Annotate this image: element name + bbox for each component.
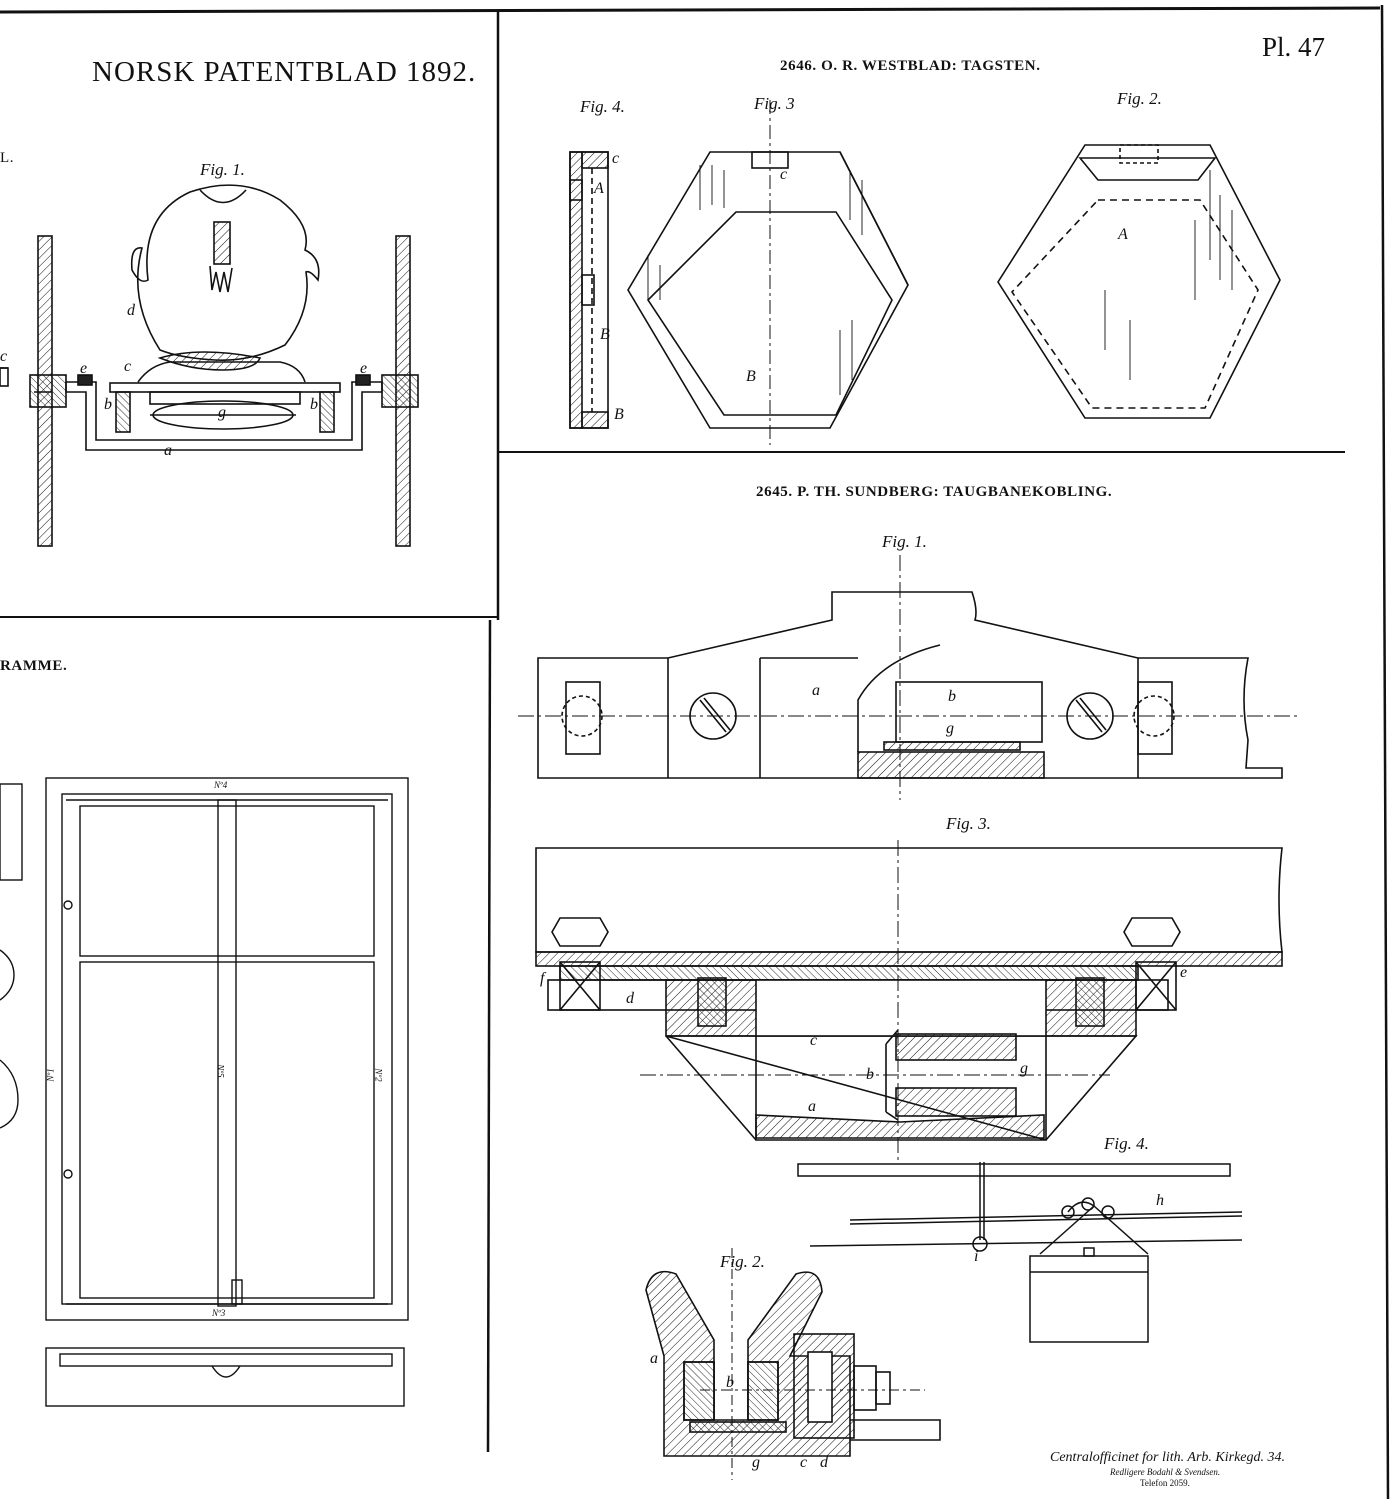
sundberg-label-d3: d xyxy=(626,990,634,1007)
sundberg-label-h4: h xyxy=(1156,1192,1164,1209)
sundberg-label-a3: a xyxy=(808,1098,816,1115)
sundberg-fig1-drawing xyxy=(518,555,1300,800)
frame-label-n3: Nº3 xyxy=(212,1308,226,1318)
cut-left-stub: L. xyxy=(0,150,15,166)
sundberg-fig2-drawing xyxy=(645,1248,941,1480)
cannon-label-d: d xyxy=(127,302,135,319)
sundberg-fig4-label: Fig. 4. xyxy=(1104,1134,1149,1153)
sundberg-label-f3: f xyxy=(540,970,545,987)
sundberg-fig1-label: Fig. 1. xyxy=(882,532,927,551)
printer-imprint: Centralofficinet for lith. Arb. Kirkegd.… xyxy=(1050,1450,1286,1465)
frame-label-n5: Nº5 xyxy=(215,1064,226,1078)
sundberg-fig2-label: Fig. 2. xyxy=(720,1252,765,1271)
sundberg-label-g3: g xyxy=(1020,1060,1028,1077)
sundberg-fig4-drawing xyxy=(797,1162,1243,1343)
window-frame-drawing xyxy=(0,777,409,1407)
sundberg-label-a2: a xyxy=(650,1350,658,1367)
westblad-fig3-drawing xyxy=(627,100,909,445)
cannon-label-c: c xyxy=(124,358,132,375)
sundberg-label-d2: d xyxy=(820,1454,828,1471)
sundberg-label-c3: c xyxy=(810,1032,818,1049)
westblad-label-A4: A xyxy=(594,180,604,197)
cannon-label-b-left: b xyxy=(104,396,112,413)
cannon-label-e-right: e xyxy=(360,360,368,377)
page-title: NORSK PATENTBLAD 1892. xyxy=(92,56,477,88)
sundberg-label-b3: b xyxy=(866,1066,874,1083)
sundberg-label-g2: g xyxy=(752,1454,760,1471)
cannon-fig1-label: Fig. 1. xyxy=(200,160,245,179)
cannon-label-a: a xyxy=(164,442,172,459)
cannon-label-c-left: c xyxy=(0,348,8,365)
westblad-fig3-label: Fig. 3 xyxy=(754,94,795,113)
frame-label-n1: Nº1 xyxy=(45,1068,56,1082)
sundberg-fig3-label: Fig. 3. xyxy=(946,814,991,833)
westblad-label-c3: c xyxy=(780,166,788,183)
sundberg-label-c2: c xyxy=(800,1454,808,1471)
sundberg-heading: 2645. P. TH. SUNDBERG: TAUGBANEKOBLING. xyxy=(756,484,1113,500)
sundberg-fig3-drawing xyxy=(535,840,1283,1160)
westblad-label-B4-bottom: B xyxy=(614,406,624,423)
frame-label-n4: Nº4 xyxy=(214,780,228,790)
westblad-fig4-label: Fig. 4. xyxy=(580,97,625,116)
printer-phone: Telefon 2059. xyxy=(1140,1478,1190,1488)
westblad-fig4-drawing xyxy=(569,151,609,429)
sundberg-label-i4: i xyxy=(974,1248,979,1265)
sundberg-label-b2: b xyxy=(726,1374,734,1391)
cannon-label-e-left: e xyxy=(80,360,88,377)
westblad-heading: 2646. O. R. WESTBLAD: TAGSTEN. xyxy=(780,58,1041,74)
westblad-fig2-drawing xyxy=(997,144,1281,419)
westblad-label-c4: c xyxy=(612,150,620,167)
westblad-label-B4: B xyxy=(600,326,610,343)
cannon-label-b-right: b xyxy=(310,396,318,413)
sundberg-label-a1: a xyxy=(812,682,820,699)
cannon-figure xyxy=(0,184,419,547)
sundberg-label-g1: g xyxy=(946,720,954,737)
westblad-label-A2: A xyxy=(1118,226,1128,243)
frame-label-n2: Nº2 xyxy=(373,1068,384,1082)
cannon-label-g: g xyxy=(218,404,226,421)
sundberg-label-b1: b xyxy=(948,688,956,705)
plate-number: Pl. 47 xyxy=(1262,32,1326,62)
sundberg-label-e3: e xyxy=(1180,964,1188,981)
westblad-fig2-label: Fig. 2. xyxy=(1117,89,1162,108)
westblad-label-B3: B xyxy=(746,368,756,385)
plate-borders xyxy=(0,4,1390,1499)
printer-owners: Redligere Bodahl & Svendsen. xyxy=(1110,1467,1221,1477)
ramme-heading: RAMME. xyxy=(0,658,68,674)
